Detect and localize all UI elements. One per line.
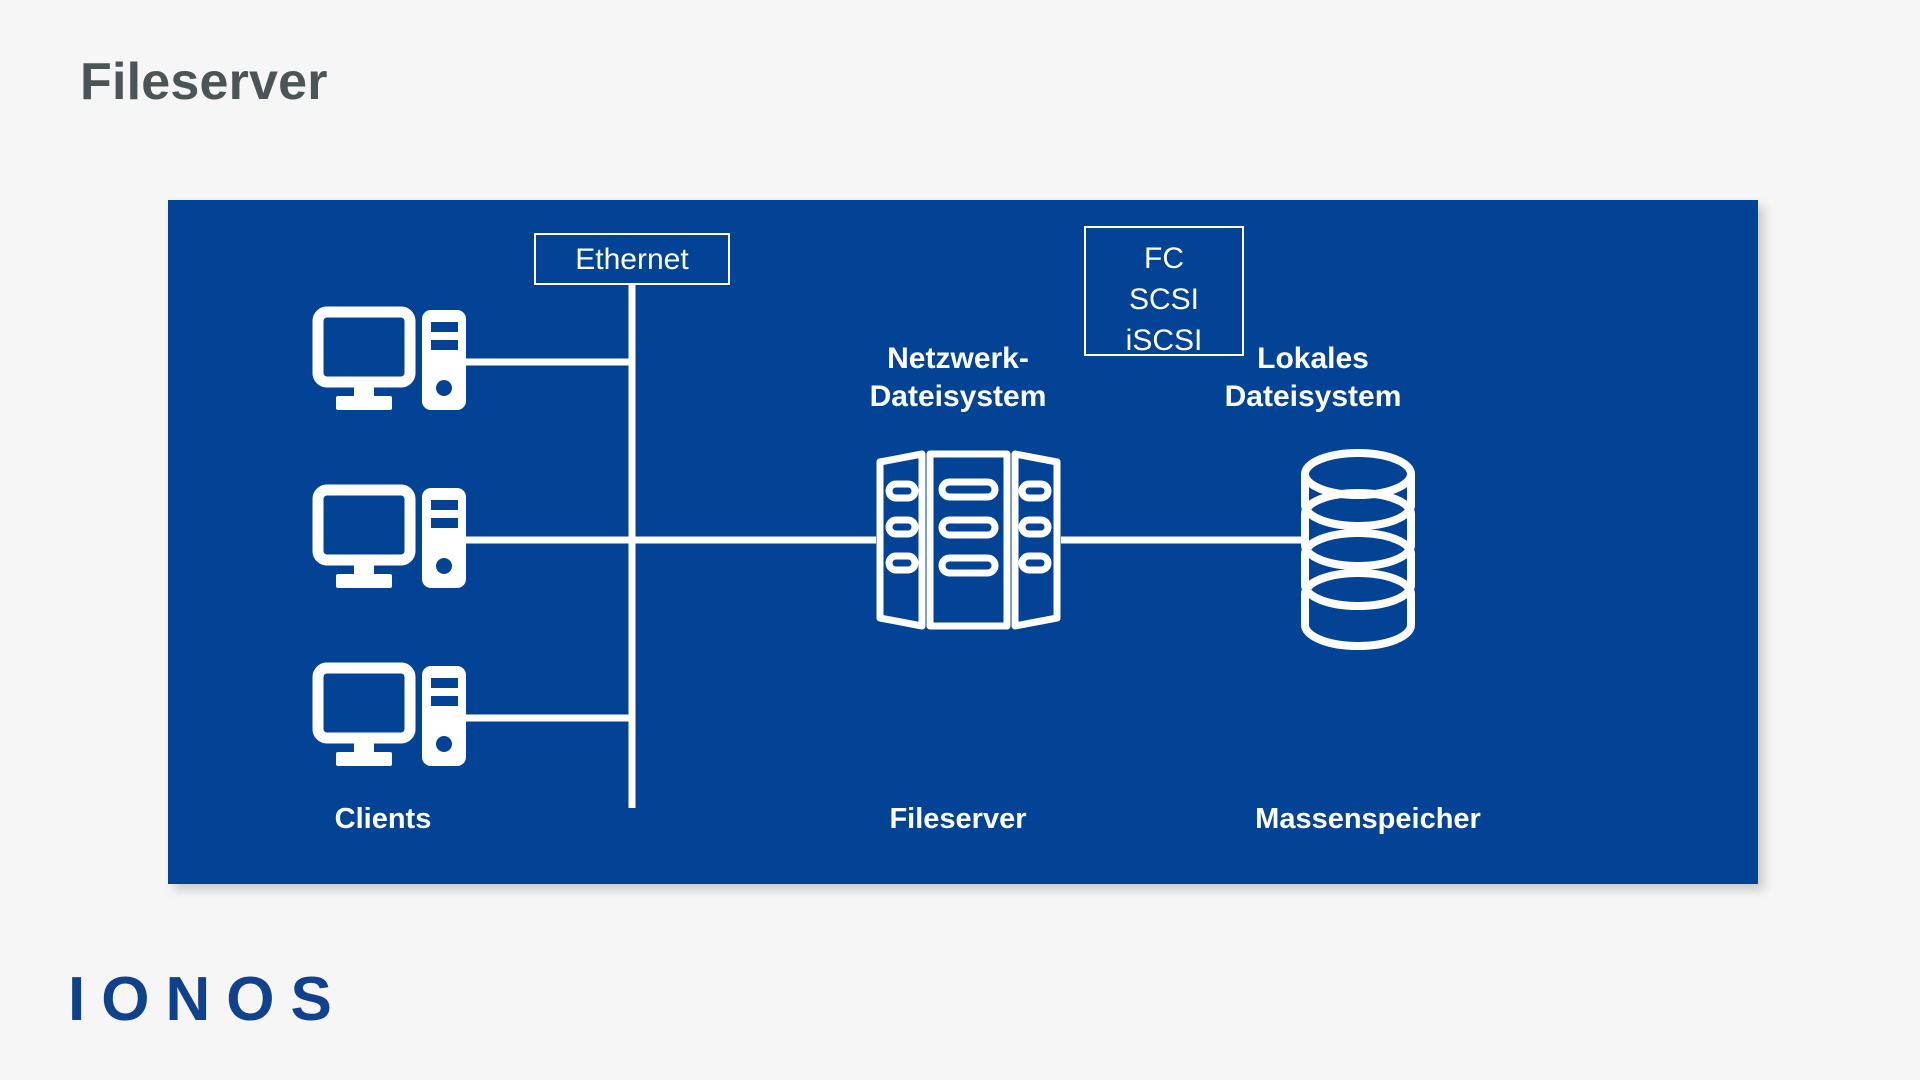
local-filesystem-heading: Lokales Dateisystem xyxy=(1224,342,1402,413)
mass-storage-caption: Massenspeicher xyxy=(1255,803,1481,835)
network-filesystem-heading: Netzwerk- Dateisystem xyxy=(869,342,1047,413)
diagram-graphics xyxy=(312,285,1415,808)
storage-protocol-box: FC SCSI iSCSI xyxy=(1084,226,1244,357)
diagram-panel: Ethernet FC SCSI iSCSI Netzwerk- Dateisy… xyxy=(168,200,1758,884)
client-icon-2 xyxy=(312,484,466,588)
protocol-fc: FC xyxy=(1144,242,1184,275)
fileserver-caption: Fileserver xyxy=(889,803,1027,835)
ionos-logo: IONOS xyxy=(68,965,348,1034)
clients-caption: Clients xyxy=(334,803,432,835)
client-icon-3 xyxy=(312,662,466,766)
database-stack-icon xyxy=(1301,449,1415,650)
protocol-scsi: SCSI xyxy=(1128,283,1200,316)
page-title: Fileserver xyxy=(80,53,328,111)
protocol-iscsi: iSCSI xyxy=(1125,324,1203,357)
connector-lines xyxy=(448,285,1301,808)
client-icon-1 xyxy=(312,306,466,410)
ethernet-label-box: Ethernet xyxy=(534,233,730,285)
server-rack-icon xyxy=(876,450,1061,630)
